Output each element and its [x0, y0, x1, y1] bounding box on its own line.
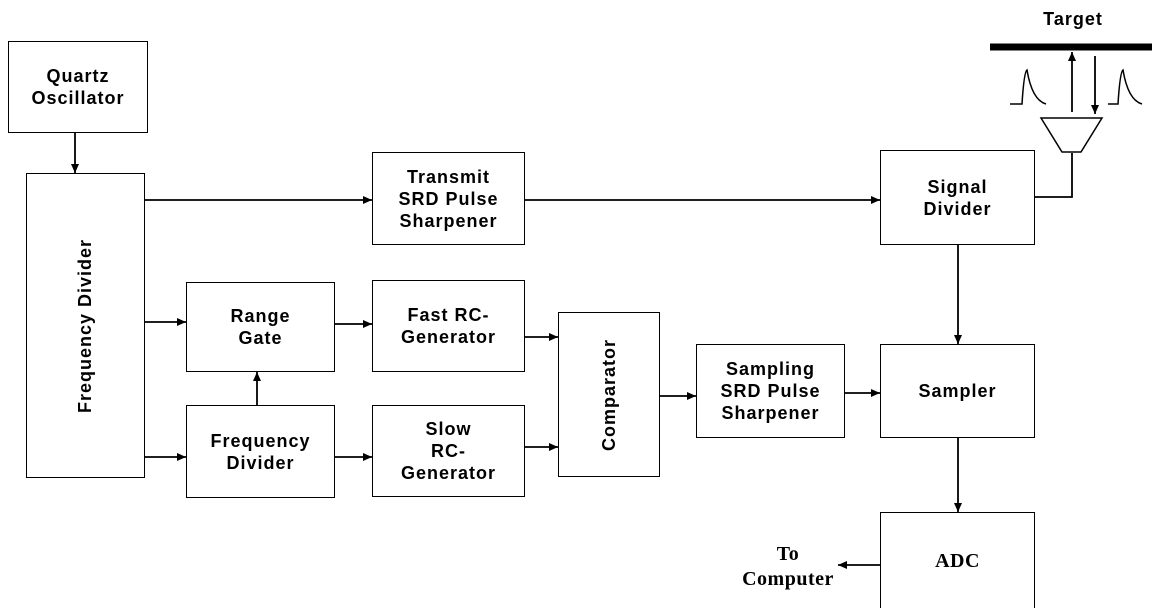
target-label: Target	[1043, 9, 1103, 29]
frequency-divider-block: Frequency Divider	[26, 173, 145, 478]
sampler-block: Sampler	[880, 344, 1035, 438]
to-computer-label: To Computer	[742, 543, 834, 590]
small-frequency-divider-label: Frequency Divider	[210, 430, 311, 473]
comparator-block: Comparator	[558, 312, 660, 477]
slow-rc-generator-block: Slow RC- Generator	[372, 405, 525, 497]
comparator-label: Comparator	[599, 338, 620, 451]
range-gate-label: Range Gate	[230, 306, 291, 348]
transmit-sharpener-label: Transmit SRD Pulse Sharpener	[398, 166, 499, 231]
adc-label: ADC	[935, 549, 980, 572]
slow-rc-generator-label: Slow RC- Generator	[400, 419, 497, 483]
range-gate-block: Range Gate	[186, 282, 335, 372]
sampler-label: Sampler	[918, 381, 997, 401]
pulse-icon-left	[1010, 68, 1047, 105]
small-frequency-divider-block: Frequency Divider	[186, 405, 335, 498]
fast-rc-generator-label: Fast RC- Generator	[400, 305, 497, 347]
signal-divider-block: Signal Divider	[880, 150, 1035, 245]
quartz-oscillator-block: Quartz Oscillator	[8, 41, 148, 133]
antenna-feed-line	[1035, 153, 1073, 198]
adc-block: ADC	[880, 512, 1035, 608]
frequency-divider-label: Frequency Divider	[75, 238, 96, 413]
transmit-sharpener-block: Transmit SRD Pulse Sharpener	[372, 152, 525, 245]
quartz-oscillator-label: Quartz Oscillator	[31, 66, 125, 108]
signal-divider-label: Signal Divider	[923, 176, 992, 219]
sampling-sharpener-label: Sampling SRD Pulse Sharpener	[720, 359, 821, 423]
sampling-sharpener-block: Sampling SRD Pulse Sharpener	[696, 344, 845, 438]
antenna-icon	[1039, 117, 1104, 153]
fast-rc-generator-block: Fast RC- Generator	[372, 280, 525, 372]
pulse-icon-right	[1108, 68, 1143, 105]
